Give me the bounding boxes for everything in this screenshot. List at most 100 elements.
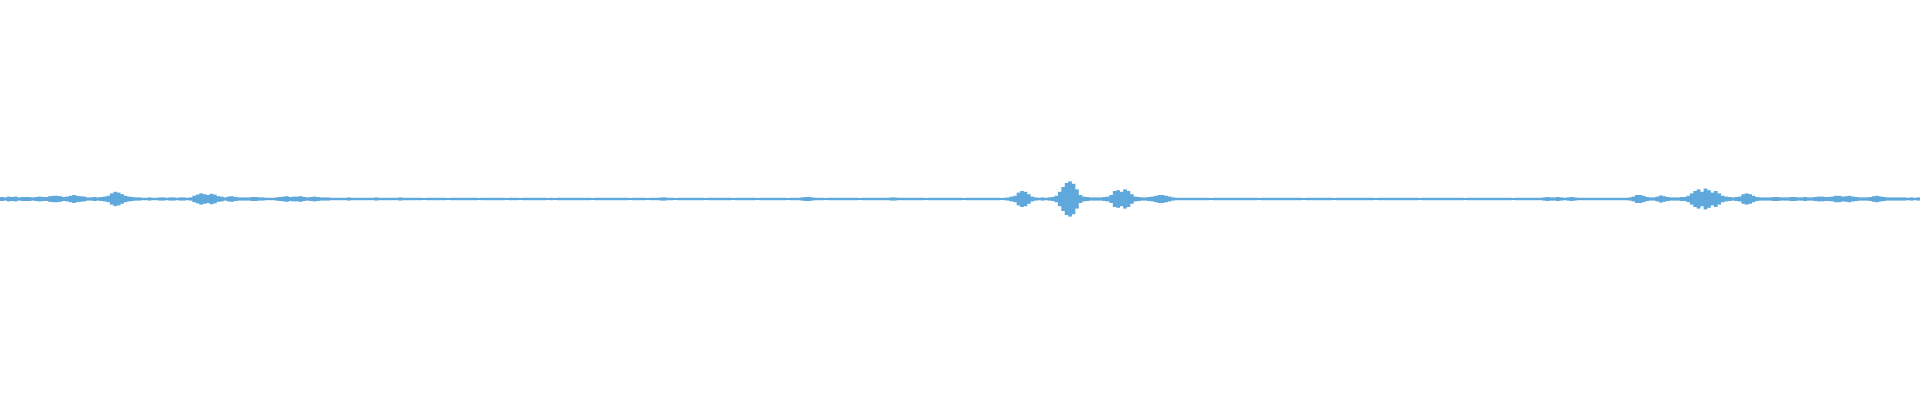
waveform-bar	[44, 197, 49, 201]
waveform-bar	[1432, 197, 1436, 201]
waveform-bar	[1088, 197, 1093, 201]
waveform-bar	[1061, 187, 1066, 211]
waveform-bar	[1188, 197, 1193, 201]
waveform-bar	[868, 197, 873, 201]
waveform-bar	[1257, 198, 1261, 200]
waveform-bar	[525, 197, 530, 201]
waveform-bar	[769, 197, 774, 201]
waveform-bar	[1562, 197, 1567, 201]
waveform-bar	[556, 197, 561, 201]
waveform-bar	[776, 197, 780, 201]
waveform-bar	[1274, 197, 1279, 201]
waveform-bar	[669, 197, 674, 201]
waveform-bar	[1806, 197, 1811, 201]
waveform-bar	[326, 197, 331, 201]
waveform-bar	[951, 197, 956, 201]
waveform-bar	[838, 197, 842, 201]
waveform-bar	[515, 197, 519, 201]
waveform-bar	[1648, 197, 1653, 201]
waveform-bar	[1415, 197, 1419, 201]
waveform-bar	[247, 197, 252, 201]
waveform-bar	[683, 197, 688, 201]
waveform-bar	[367, 197, 372, 201]
waveform-bar	[577, 197, 581, 201]
waveform-bar	[405, 197, 410, 201]
waveform-bar	[607, 197, 612, 201]
waveform-bar	[501, 197, 506, 201]
waveform-bar	[353, 197, 358, 201]
waveform-bar	[1521, 197, 1526, 201]
waveform-bar	[1638, 195, 1643, 203]
waveform-bar	[6, 196, 11, 202]
waveform-bar	[803, 197, 808, 201]
waveform-bar	[552, 198, 557, 200]
waveform-bar	[566, 197, 571, 201]
waveform-bar	[1559, 197, 1564, 201]
waveform-bar	[1700, 191, 1704, 207]
waveform-bar	[662, 197, 667, 201]
waveform-bar	[1212, 197, 1217, 201]
waveform-bar	[941, 197, 945, 201]
waveform-bar	[1081, 196, 1086, 202]
waveform-bar	[511, 197, 516, 201]
waveform-bar	[1768, 197, 1773, 201]
waveform-bar	[295, 196, 300, 202]
waveform-bar	[594, 197, 598, 201]
waveform-bar	[1157, 195, 1162, 203]
waveform-bar	[1105, 196, 1110, 202]
waveform-bar	[1614, 197, 1619, 201]
waveform-bar	[1401, 197, 1406, 201]
waveform-bar	[1889, 197, 1893, 201]
waveform-bar	[425, 197, 430, 201]
waveform-bar	[1449, 197, 1454, 201]
waveform-bar	[1713, 191, 1718, 207]
waveform-bar	[1583, 197, 1588, 201]
waveform-bar	[1219, 197, 1224, 201]
waveform-bar	[958, 197, 963, 201]
waveform-bar	[357, 197, 361, 201]
waveform-bar	[271, 197, 276, 201]
waveform-bar	[254, 197, 258, 201]
waveform-bar	[408, 197, 413, 201]
waveform-bar	[752, 197, 756, 201]
waveform-bar	[261, 197, 265, 201]
waveform-bar	[1112, 191, 1117, 207]
waveform-bar	[1250, 197, 1254, 201]
waveform-bar	[1342, 197, 1347, 201]
waveform-bar	[762, 197, 767, 201]
waveform-bar	[1741, 194, 1746, 204]
waveform-bar	[1871, 196, 1876, 202]
waveform-bar	[1397, 197, 1402, 201]
waveform-bar	[1130, 194, 1134, 204]
waveform-bar	[1308, 197, 1313, 201]
waveform-bar	[1284, 197, 1289, 201]
waveform-bar	[656, 197, 660, 201]
waveform-bar	[1662, 196, 1667, 202]
waveform-bar	[1102, 197, 1107, 201]
waveform-bar	[1154, 195, 1158, 203]
waveform-bar	[158, 197, 162, 201]
waveform-bar	[1906, 197, 1910, 201]
waveform-bar	[741, 197, 746, 201]
waveform-bar	[264, 197, 269, 201]
waveform-bar	[291, 196, 296, 202]
waveform-bar	[889, 197, 894, 201]
waveform-bar	[906, 197, 911, 201]
waveform-bar	[346, 197, 351, 201]
waveform-bar	[377, 197, 382, 201]
waveform-bar	[820, 197, 825, 201]
waveform-bar	[1044, 197, 1048, 201]
waveform-bar	[388, 197, 392, 201]
waveform-bar	[968, 197, 973, 201]
waveform-bar	[1762, 197, 1766, 201]
waveform-bar	[789, 197, 794, 201]
waveform-bar	[917, 197, 921, 201]
waveform-bar	[350, 197, 355, 201]
waveform-bar	[961, 198, 966, 200]
waveform-bar	[1418, 198, 1423, 200]
waveform-bar	[1260, 197, 1265, 201]
waveform-bar	[243, 197, 248, 201]
waveform-bar	[1751, 195, 1756, 203]
